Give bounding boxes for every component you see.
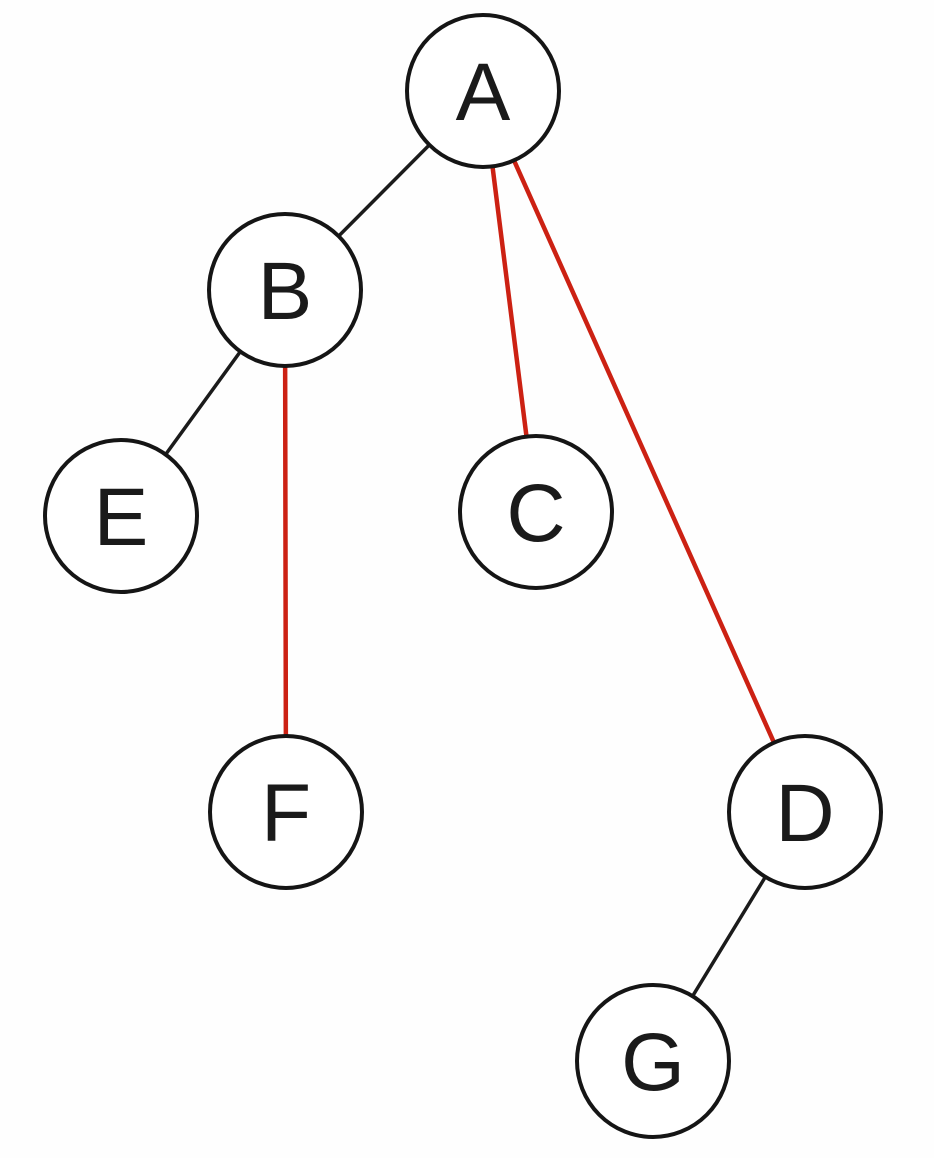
edges-layer [119,88,808,1063]
node-E-label: E [94,472,149,563]
node-D-circle [727,734,883,890]
node-C-circle [458,434,614,590]
node-B-circle [207,212,363,368]
node-A: A [405,13,561,169]
node-F-label: F [261,768,311,859]
node-A-circle [405,13,561,169]
node-E-circle [43,438,199,594]
edge-A-D [480,88,808,815]
node-G-circle [575,983,731,1139]
node-D: D [727,734,883,890]
node-G-label: G [621,1017,685,1108]
edge-B-F [282,287,289,815]
node-F: F [208,734,364,890]
node-A-label: A [456,47,511,138]
node-C-label: C [506,468,565,559]
node-C: C [458,434,614,590]
nodes-layer: A B C E F D G [43,13,883,1139]
node-B-label: B [258,246,313,337]
node-F-circle [208,734,364,890]
node-G: G [575,983,731,1139]
node-E: E [43,438,199,594]
node-D-label: D [775,768,834,859]
node-B: B [207,212,363,368]
